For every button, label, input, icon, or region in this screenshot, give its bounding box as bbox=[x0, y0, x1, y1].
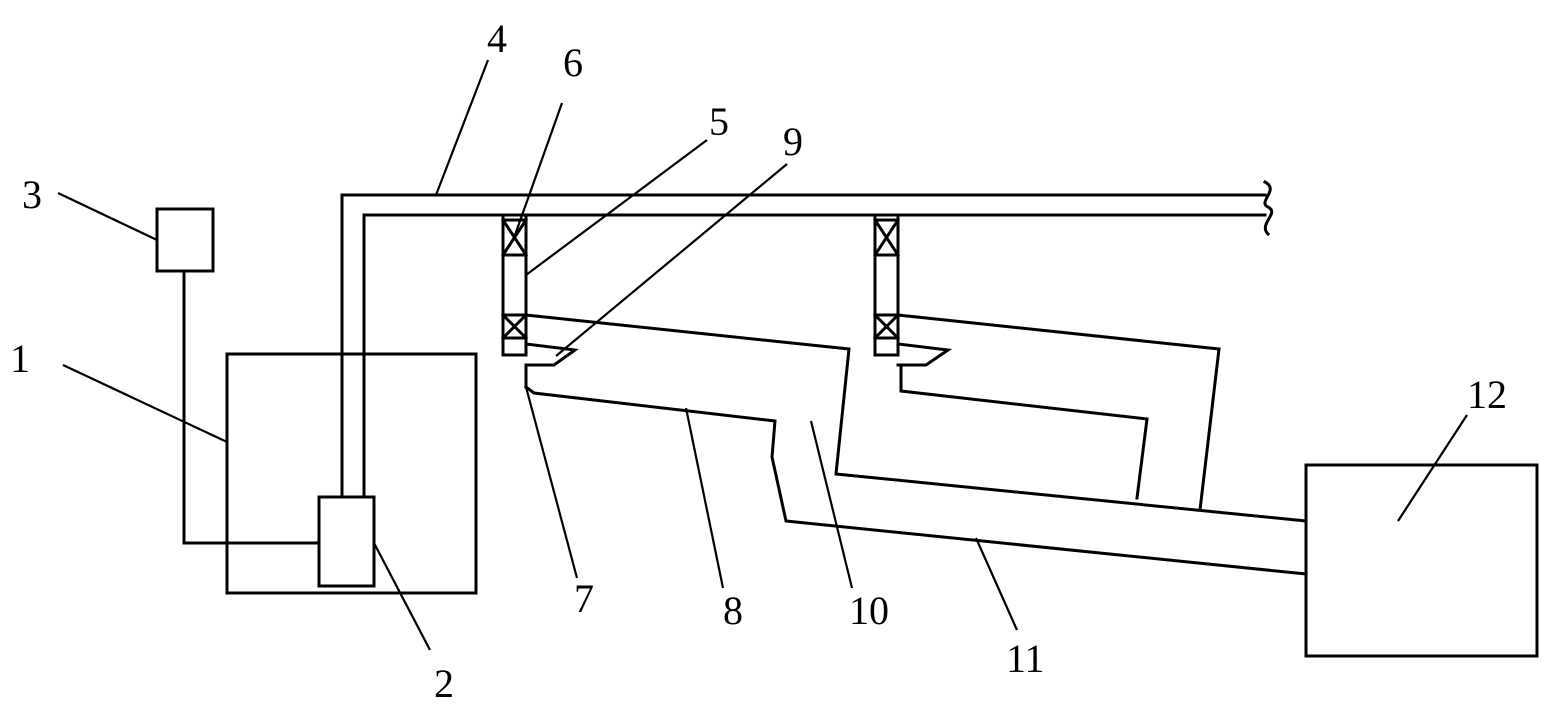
controller-box bbox=[155, 207, 215, 273]
label-12: 12 bbox=[1467, 372, 1507, 417]
duct-10-outer bbox=[524, 313, 1308, 523]
leader-10 bbox=[809, 420, 854, 589]
leader-6 bbox=[513, 102, 564, 236]
label-5: 5 bbox=[709, 99, 729, 144]
valve-upper-right bbox=[872, 217, 901, 258]
leader-8 bbox=[684, 407, 725, 589]
leader-4 bbox=[434, 59, 490, 196]
leader-11 bbox=[974, 537, 1019, 631]
nozzle-right bbox=[896, 342, 953, 367]
duct-right-upper bbox=[896, 313, 1221, 512]
nozzle-9 bbox=[524, 342, 580, 367]
label-7: 7 bbox=[574, 576, 594, 621]
label-6: 6 bbox=[563, 40, 583, 85]
controller-wire bbox=[182, 269, 321, 545]
branch-left bbox=[500, 213, 580, 389]
label-1: 1 bbox=[10, 336, 30, 381]
leader-3 bbox=[57, 192, 158, 241]
leader-7 bbox=[524, 386, 579, 579]
pump-box bbox=[317, 495, 376, 588]
valve-lower-right bbox=[872, 312, 901, 341]
receiver-box-12 bbox=[1304, 463, 1539, 658]
pipe-break-mark bbox=[1262, 179, 1274, 237]
tank-outline bbox=[225, 352, 478, 595]
leader-2 bbox=[373, 542, 431, 651]
leader-12 bbox=[1397, 414, 1468, 522]
label-8: 8 bbox=[723, 588, 743, 633]
leader-1 bbox=[62, 364, 228, 443]
label-11: 11 bbox=[1006, 636, 1045, 681]
main-pipe-outer bbox=[340, 193, 1267, 499]
label-3: 3 bbox=[22, 172, 42, 217]
valve-6-lower bbox=[500, 312, 529, 341]
leader-5 bbox=[525, 139, 708, 276]
label-4: 4 bbox=[487, 16, 507, 61]
main-pipe-inner bbox=[362, 213, 1267, 499]
duct-8 bbox=[523, 384, 1308, 576]
branch-right bbox=[872, 213, 953, 367]
valve-6-upper bbox=[500, 217, 529, 258]
label-9: 9 bbox=[783, 119, 803, 164]
label-2: 2 bbox=[434, 661, 454, 706]
leader-9 bbox=[555, 163, 788, 357]
label-10: 10 bbox=[849, 588, 889, 633]
duct-right-lower bbox=[899, 363, 1149, 500]
